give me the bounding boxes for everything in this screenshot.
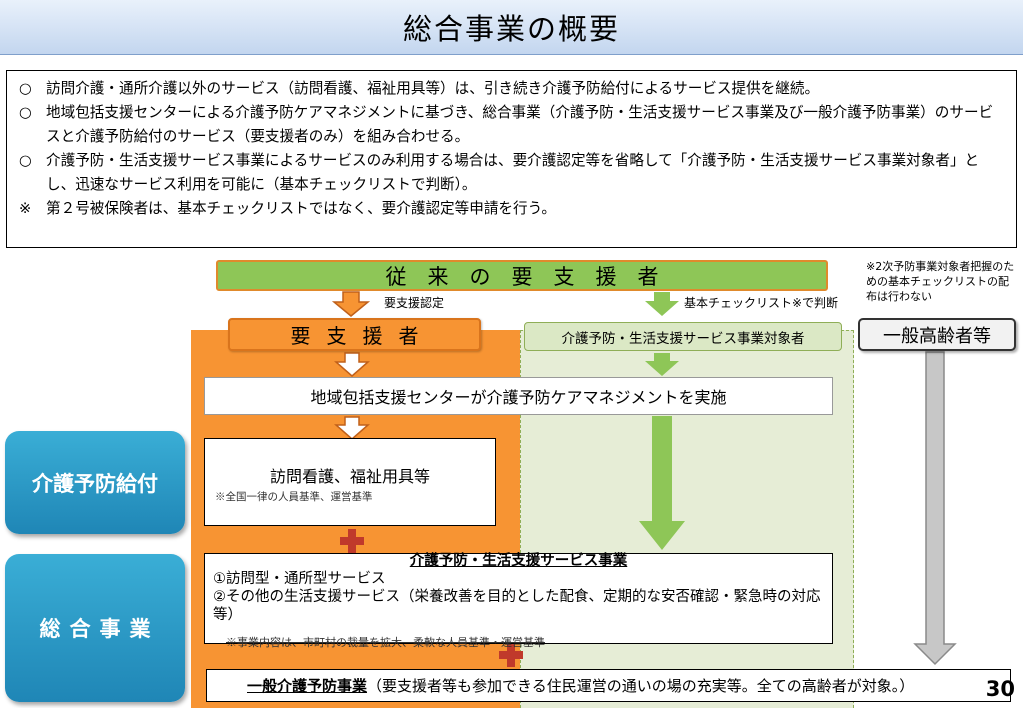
summary-item: ○ 訪問介護・通所介護以外のサービス（訪問看護、福祉用具等）は、引き続き介護予防… <box>19 77 1004 101</box>
summary-text: 介護予防・生活支援サービス事業によるサービスのみ利用する場合は、要介護認定等を省… <box>46 152 980 193</box>
houmon-title: 訪問看護、福祉用具等 <box>269 467 430 486</box>
summary-text: 地域包括支援センターによる介護予防ケアマネジメントに基づき、総合事業（介護予防・… <box>46 104 994 145</box>
service-jigyo-box: 介護予防・生活支援サービス事業 ①訪問型・通所型サービス ②その他の生活支援サー… <box>204 553 835 644</box>
jurai-youshiensha-banner: 従来の要支援者 <box>216 260 828 291</box>
arrow-label-checklist: 基本チェックリスト※で判断 <box>684 296 839 310</box>
service-item: ②その他の生活支援サービス（栄養改善を目的とした配食、定期的な安否確認・緊急時の… <box>213 589 835 623</box>
summary-text: 訪問介護・通所介護以外のサービス（訪問看護、福祉用具等）は、引き続き介護予防給付… <box>46 80 820 97</box>
ippan-jigyo-desc: （要支援者等も参加できる住民運営の通いの場の充実等。全ての高齢者が対象。） <box>367 677 915 695</box>
down-arrow-icon <box>334 416 370 440</box>
bullet-mark: ○ <box>19 152 32 169</box>
page-title: 総合事業の概要 <box>0 0 1023 55</box>
arrow-label-youshien-nintei: 要支援認定 <box>384 296 445 310</box>
down-arrow-icon <box>645 353 679 376</box>
down-arrow-icon <box>331 291 371 317</box>
service-note: ※事業内容は、市町村の裁量を拡大、柔軟な人員基準・運営基準 <box>226 636 545 649</box>
down-arrow-icon <box>639 416 685 550</box>
youshiensha-box: 要支援者 <box>228 318 481 351</box>
bullet-mark: ○ <box>19 104 32 121</box>
ippan-kaigo-yobou-box: 一般介護予防事業（要支援者等も参加できる住民運営の通いの場の充実等。全ての高齢者… <box>206 669 1011 702</box>
summary-item: ○ 介護予防・生活支援サービス事業によるサービスのみ利用する場合は、要介護認定等… <box>19 149 1004 197</box>
down-arrow-icon <box>913 351 957 666</box>
sougou-jigyo-label: 総合事業 <box>5 554 185 702</box>
down-arrow-icon <box>645 292 679 316</box>
summary-item: ○ 地域包括支援センターによる介護予防ケアマネジメントに基づき、総合事業（介護予… <box>19 101 1004 149</box>
bullet-mark: ○ <box>19 80 32 97</box>
note-mark: ※ <box>19 200 32 217</box>
ippan-jigyo-title: 一般介護予防事業 <box>247 677 368 695</box>
down-arrow-icon <box>334 352 370 377</box>
plus-icon <box>499 643 523 667</box>
kaigo-yobou-kyufu-label: 介護予防給付 <box>5 431 185 534</box>
houmon-kango-box: 訪問看護、福祉用具等 ※全国一律の人員基準、運営基準 <box>204 438 496 526</box>
taishousha-box: 介護予防・生活支援サービス事業対象者 <box>524 322 842 351</box>
houmon-note: ※全国一律の人員基準、運営基準 <box>215 491 373 503</box>
service-item: ①訪問型・通所型サービス <box>213 571 386 587</box>
service-title: 介護予防・生活支援サービス事業 <box>409 553 628 569</box>
summary-item: ※ 第２号被保険者は、基本チェックリストではなく、要介護認定等申請を行う。 <box>19 197 1004 221</box>
summary-text: 第２号被保険者は、基本チェックリストではなく、要介護認定等申請を行う。 <box>46 200 556 217</box>
care-management-box: 地域包括支援センターが介護予防ケアマネジメントを実施 <box>204 377 833 415</box>
side-note: ※2次予防事業対象者把握のための基本チェックリストの配布は行わない <box>866 260 1015 303</box>
summary-box: ○ 訪問介護・通所介護以外のサービス（訪問看護、福祉用具等）は、引き続き介護予防… <box>6 70 1017 248</box>
ippan-koureisha-box: 一般高齢者等 <box>858 318 1016 351</box>
page-number: 30 <box>985 677 1015 701</box>
plus-icon <box>340 529 364 553</box>
